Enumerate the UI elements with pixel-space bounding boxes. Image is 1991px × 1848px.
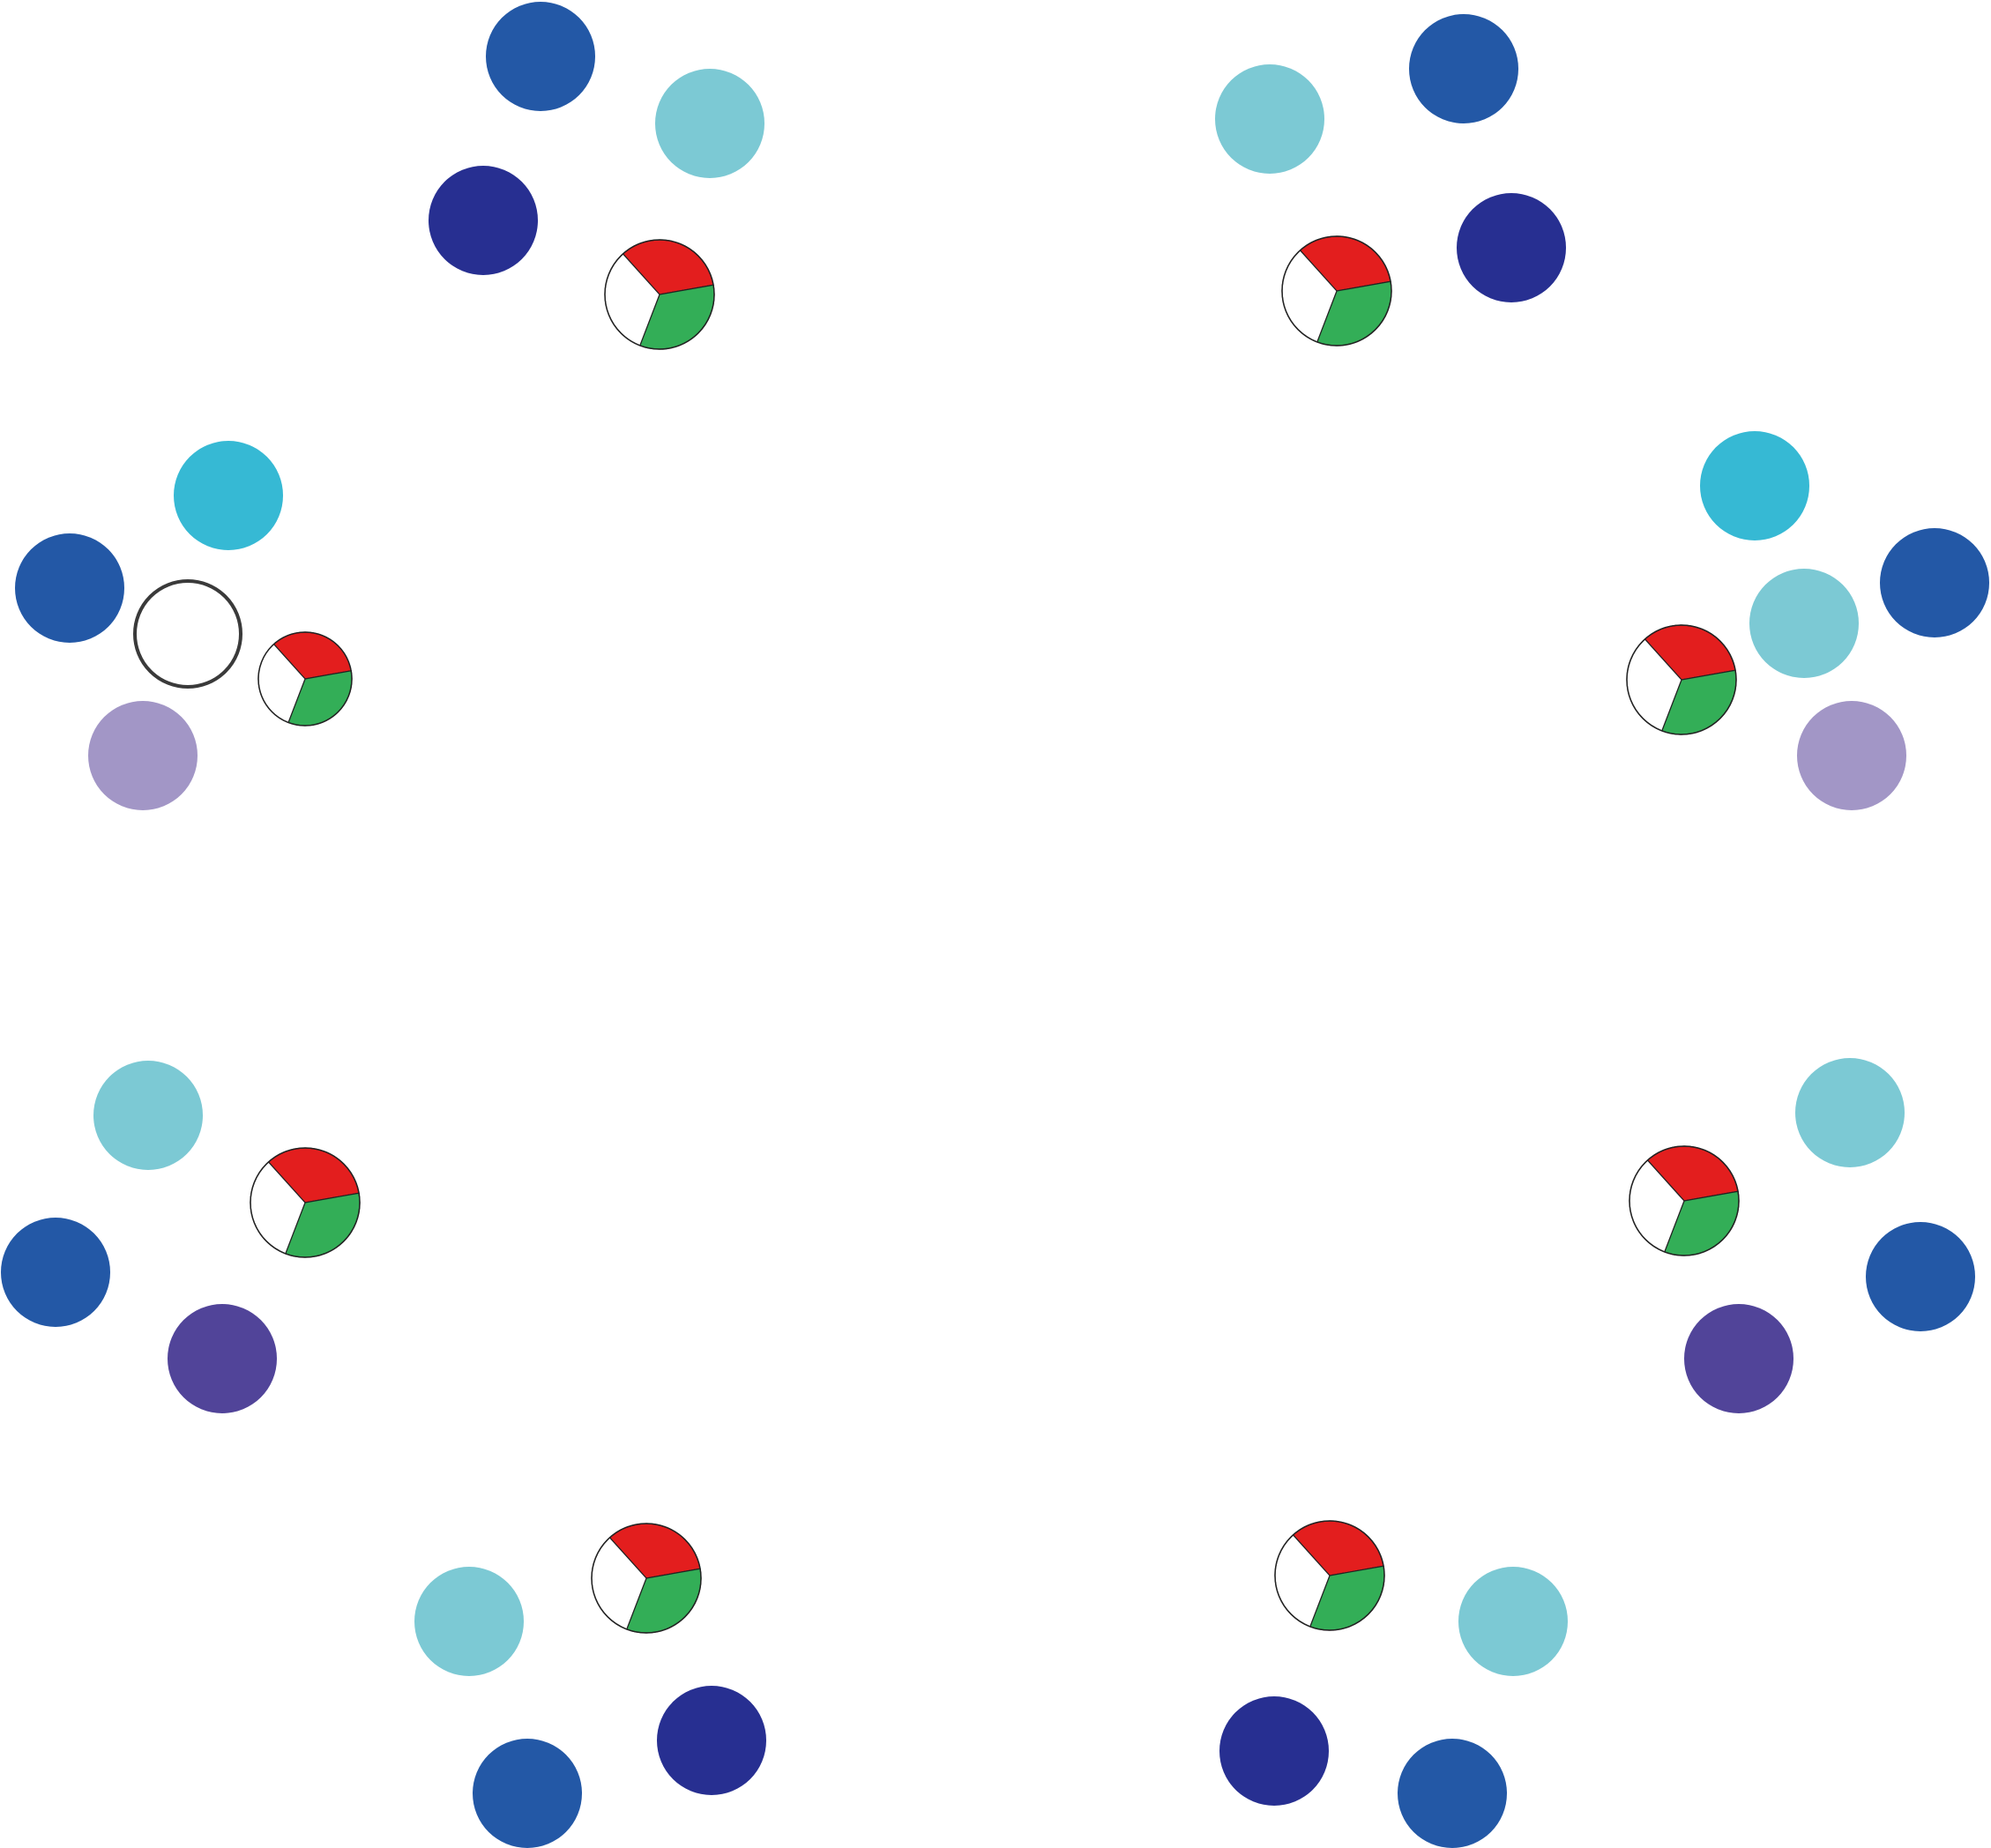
pie-outline bbox=[604, 239, 715, 350]
dot-royal-blue bbox=[1866, 1222, 1975, 1331]
dot-pale-teal bbox=[1795, 1058, 1905, 1167]
pie-outline bbox=[1274, 1520, 1385, 1631]
cluster-top-left bbox=[429, 2, 764, 350]
dot-pale-teal bbox=[655, 69, 764, 178]
dot-purple bbox=[1684, 1304, 1793, 1413]
dot-pale-teal bbox=[1458, 1567, 1568, 1676]
dot-pale-teal bbox=[1749, 569, 1859, 678]
dot-pale-teal bbox=[414, 1567, 524, 1676]
cluster-lower-left bbox=[1, 1061, 361, 1413]
pie-outline bbox=[591, 1523, 702, 1634]
pie-chart bbox=[257, 631, 353, 727]
pie-chart bbox=[1629, 1145, 1740, 1256]
dot-purple bbox=[168, 1304, 277, 1413]
pie-outline bbox=[1281, 235, 1392, 346]
dot-navy bbox=[429, 166, 538, 275]
dot-royal-blue bbox=[1, 1218, 110, 1327]
cluster-top-right bbox=[1215, 14, 1566, 346]
dot-royal-blue bbox=[486, 2, 595, 111]
empty-circle bbox=[133, 579, 242, 689]
pie-chart bbox=[604, 239, 715, 350]
dot-cyan bbox=[1700, 431, 1809, 540]
dot-pale-teal bbox=[93, 1061, 203, 1170]
pie-chart bbox=[1626, 624, 1737, 735]
pie-chart bbox=[591, 1523, 702, 1634]
dot-royal-blue bbox=[1880, 528, 1989, 637]
dot-lavender bbox=[88, 701, 198, 810]
cluster-bottom-right bbox=[1219, 1520, 1568, 1848]
dot-pale-teal bbox=[1215, 64, 1324, 174]
pie-outline bbox=[250, 1147, 361, 1258]
pie-outline bbox=[1629, 1145, 1740, 1256]
dot-navy bbox=[1457, 193, 1566, 302]
dot-navy bbox=[657, 1686, 766, 1795]
pie-outline bbox=[257, 631, 353, 727]
cluster-middle-right bbox=[1626, 431, 1989, 810]
pie-outline bbox=[1626, 624, 1737, 735]
dot-royal-blue bbox=[473, 1739, 582, 1848]
dot-royal-blue bbox=[1398, 1739, 1507, 1848]
cluster-middle-left bbox=[15, 441, 353, 810]
dot-lavender bbox=[1797, 701, 1906, 810]
cluster-lower-right bbox=[1629, 1058, 1975, 1413]
pie-chart bbox=[1281, 235, 1392, 346]
dot-navy bbox=[1219, 1696, 1329, 1806]
pie-chart bbox=[1274, 1520, 1385, 1631]
cluster-bottom-left bbox=[414, 1523, 766, 1848]
pie-chart bbox=[250, 1147, 361, 1258]
dot-cyan bbox=[174, 441, 283, 550]
dot-royal-blue bbox=[15, 533, 124, 643]
dot-royal-blue bbox=[1409, 14, 1518, 123]
